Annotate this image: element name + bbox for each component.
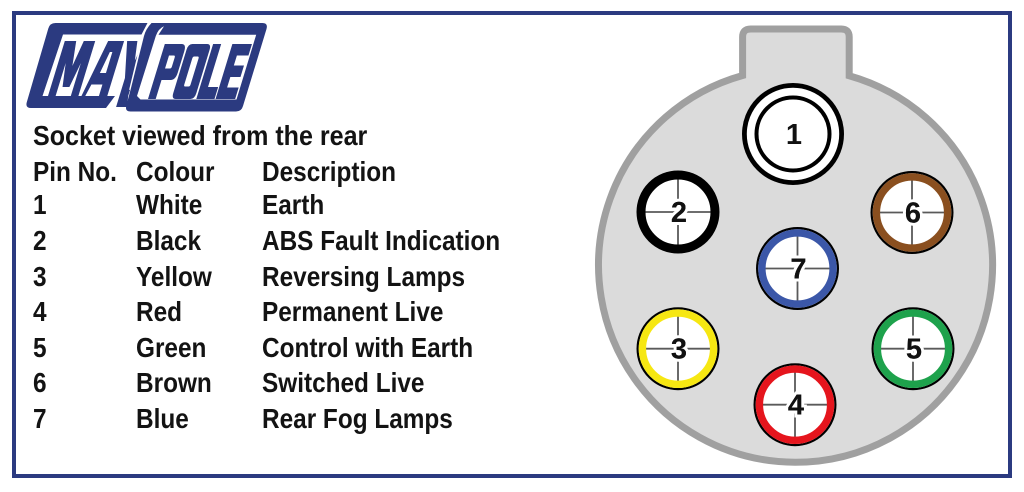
svg-text:5: 5 xyxy=(906,334,922,366)
svg-text:4: 4 xyxy=(788,390,804,422)
svg-text:2: 2 xyxy=(671,197,687,229)
svg-text:7: 7 xyxy=(790,254,806,286)
svg-text:6: 6 xyxy=(905,198,921,230)
svg-text:7: 7 xyxy=(790,254,806,286)
svg-text:2: 2 xyxy=(671,197,687,229)
svg-text:3: 3 xyxy=(671,334,687,366)
svg-text:4: 4 xyxy=(788,390,804,422)
svg-text:6: 6 xyxy=(905,198,921,230)
svg-text:1: 1 xyxy=(786,119,802,151)
svg-text:3: 3 xyxy=(671,334,687,366)
svg-text:5: 5 xyxy=(906,334,922,366)
